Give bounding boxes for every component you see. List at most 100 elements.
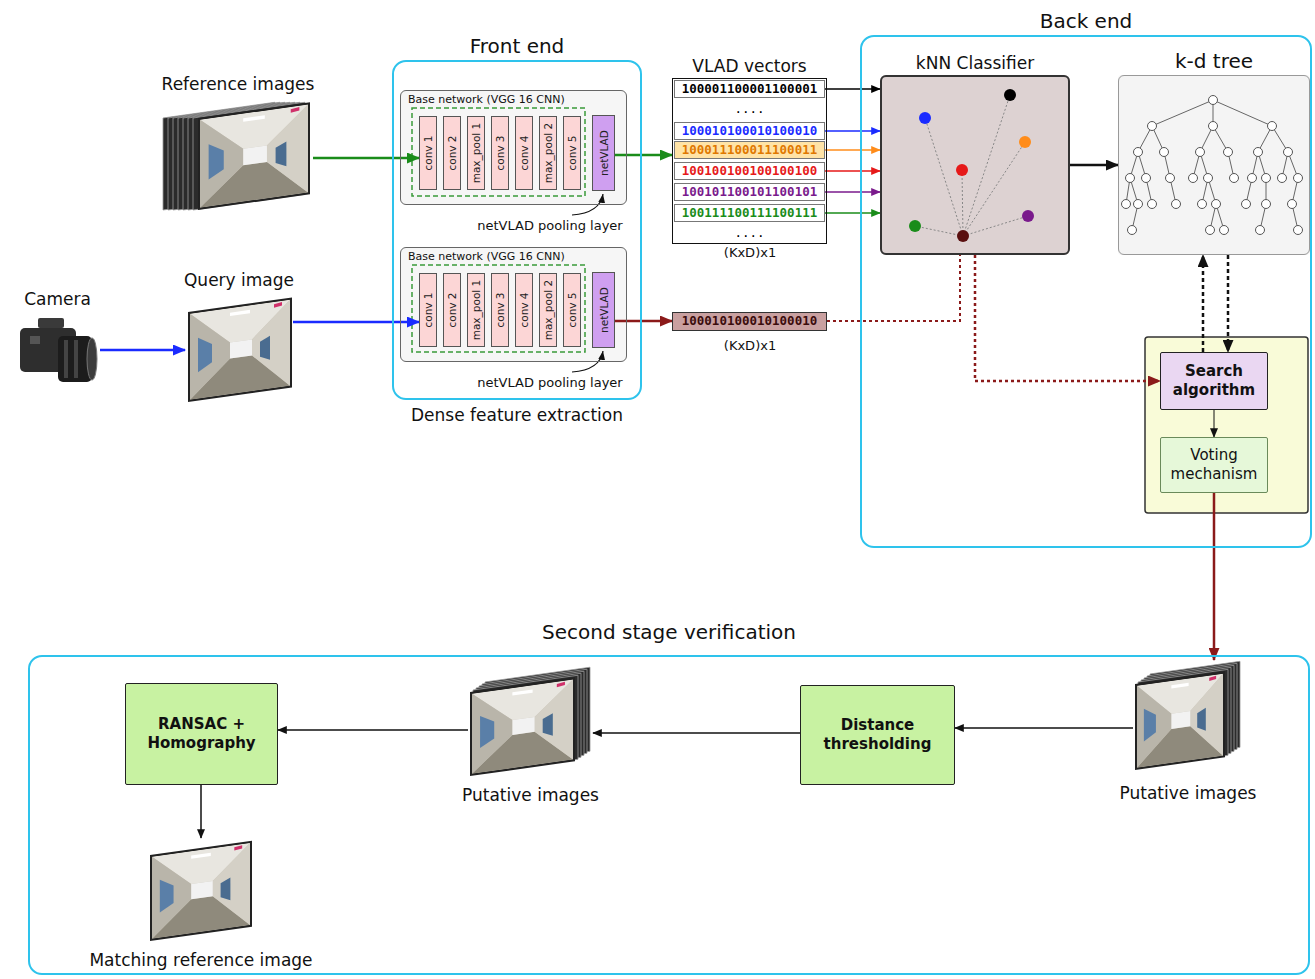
connector-arrow (825, 149, 880, 151)
kd-tree-drawing (1126, 100, 1298, 230)
kd-tree-drawing (1262, 200, 1271, 209)
query-image: Query image (185, 296, 293, 406)
dimension-label: (KxD)x1 (724, 339, 776, 354)
layer-label: max_pool 2 (543, 280, 554, 341)
layer-label: netVLAD (598, 287, 609, 333)
query-image-picture (188, 297, 292, 402)
kd-tree-drawing (1128, 226, 1137, 235)
vlad-vector: 100101100101100101 (674, 183, 825, 201)
kd-tree-drawing (1268, 122, 1277, 131)
knn-feature-space (919, 112, 931, 124)
vlad-vector: 100111100111100111 (674, 204, 825, 222)
kd-tree-drawing (1212, 200, 1221, 209)
kd-tree-drawing (1230, 174, 1239, 183)
annotation: netVLAD pooling layer (477, 376, 622, 391)
kd-tree-drawing (1206, 226, 1215, 235)
conv-layer: conv 3 (491, 273, 509, 347)
kd-tree: k-d tree (1118, 75, 1310, 255)
connector-arrow (827, 255, 960, 321)
kd-tree-drawing (1278, 174, 1287, 183)
image-label: Camera (24, 290, 91, 310)
base-network: Base network (VGG 16 CNN)conv 1conv 2max… (400, 90, 627, 205)
process-box: RANSAC + Homography (125, 683, 278, 785)
kd-tree-drawing (1160, 148, 1169, 157)
vector-text: 100100100100100100 (682, 165, 817, 178)
query-image-picture (190, 300, 290, 400)
connector-arrow (313, 157, 419, 160)
dimension-label: (KxD)x1 (724, 246, 776, 261)
kd-tree-drawing (1254, 148, 1263, 157)
conv-layer: max_pool 1 (467, 273, 485, 347)
connector-arrow (1202, 255, 1205, 352)
query-image-picture (188, 297, 292, 402)
kd-tree-drawing (1148, 122, 1157, 131)
kd-tree-drawing (1126, 174, 1135, 183)
layer-label: conv 1 (423, 292, 434, 327)
conv-layer: conv 1 (419, 273, 437, 347)
search-group-box (1145, 337, 1308, 513)
vlad-table: VLAD vectors100001100001100001....100010… (672, 78, 827, 244)
kd-tree-drawing (1288, 200, 1297, 209)
box-label: Voting mechanism (1169, 446, 1259, 484)
connector-arrow (825, 191, 880, 193)
query-image-picture (188, 297, 292, 402)
camera-icon (20, 318, 97, 382)
netvlad-layer: netVLAD (592, 115, 615, 191)
knn-feature-space (909, 220, 921, 232)
panel-heading: Back end (1040, 10, 1133, 33)
kd-tree-drawing (1118, 75, 1310, 255)
kd-tree-drawing (1204, 174, 1213, 183)
knn-feature-space (1022, 210, 1034, 222)
ellipsis-row: .... (674, 224, 825, 242)
connector-arrow (100, 349, 185, 352)
knn-classifier: kNN Classifier (880, 75, 1070, 255)
image-stack: Putative images (1133, 660, 1243, 770)
back-end-panel: Back endkNN Classifierk-d treeSearch alg… (860, 35, 1312, 548)
kd-tree-drawing (1224, 148, 1233, 157)
connector-arrow (975, 255, 1160, 381)
conv-layer: conv 2 (443, 116, 461, 190)
vector-text: 100011100011100011 (682, 144, 817, 157)
matching-image-picture (150, 841, 252, 941)
kd-tree-drawing (1142, 174, 1151, 183)
putative-image-stack (1135, 661, 1240, 770)
vlad-vector: 100011100011100011 (674, 141, 825, 159)
conv-layer: conv 4 (515, 116, 533, 190)
kd-tree-drawing (1118, 75, 1310, 255)
image-stack: Matching reference image (146, 838, 256, 946)
layer-label: conv 5 (567, 292, 578, 327)
base-network-fill (400, 90, 627, 205)
connector-arrow (1227, 255, 1230, 352)
conv-layer: conv 1 (419, 116, 437, 190)
search-group-box (1145, 337, 1308, 513)
matching-image-picture (152, 843, 250, 939)
kd-tree-drawing (1294, 226, 1303, 235)
vector-text: 100001100001100001 (682, 83, 817, 96)
conv-layer: conv 5 (563, 116, 581, 190)
matching-image-picture (150, 841, 252, 941)
conv-layer: max_pool 2 (539, 273, 557, 347)
kd-tree-drawing (1262, 174, 1271, 183)
process-box: Distance thresholding (800, 685, 955, 785)
kd-tree-drawing (1209, 122, 1218, 131)
box-label: Search algorithm (1169, 362, 1259, 400)
reference-image-stack (163, 102, 310, 210)
panel-heading: Front end (470, 35, 565, 58)
reference-image-stack (198, 102, 310, 210)
image-stack: Reference images (163, 100, 313, 215)
connector-arrow (200, 785, 202, 838)
vlad-vector: 100010100010100010 (674, 122, 825, 140)
knn-feature-space (956, 164, 968, 176)
base-network-fill (400, 90, 627, 362)
kd-tree-drawing (1148, 200, 1157, 209)
vlad-vector: 100100100100100100 (674, 162, 825, 180)
layer-label: conv 4 (519, 292, 530, 327)
reference-image-stack (200, 105, 308, 208)
image-label: Putative images (462, 786, 599, 806)
camera-icon (74, 340, 78, 378)
connector-arrow (825, 170, 880, 172)
conv-layer: conv 3 (491, 116, 509, 190)
conv-layer: max_pool 1 (467, 116, 485, 190)
conv-layer: conv 5 (563, 273, 581, 347)
vector-text: 100010100010100010 (682, 315, 817, 328)
